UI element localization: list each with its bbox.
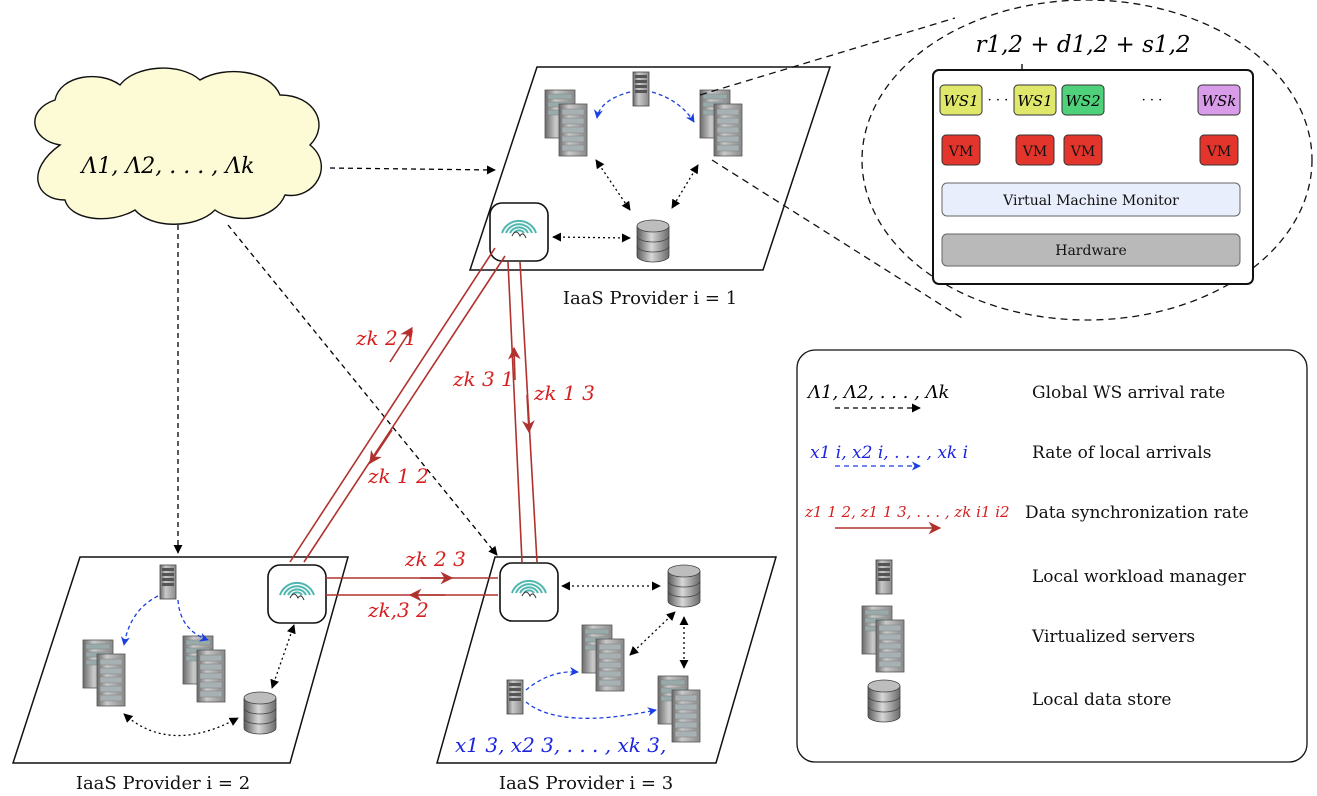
ws-box: [939, 84, 983, 116]
virtualized-servers-icon: [544, 89, 588, 157]
provider-1-label: IaaS Provider i = 1: [563, 288, 737, 309]
hardware-label: Hardware: [1055, 243, 1127, 259]
legend-text-servers: Virtualized servers: [1031, 627, 1195, 647]
provider-3-label: IaaS Provider i = 3: [499, 773, 673, 794]
legend-text-local: Rate of local arrivals: [1032, 443, 1211, 463]
zoom-vm_label: VM: [1206, 144, 1231, 160]
zoom-ws_boxes-0: WS1: [943, 92, 978, 110]
vm-box: [1063, 134, 1103, 166]
virtualized-servers-icon: [581, 624, 625, 692]
legend-data-store-icon: [867, 679, 901, 723]
provider-3-plane: [436, 556, 777, 764]
provider-2-plane: [11, 556, 349, 764]
arrival-cloud: Λ1, Λ2, . . . , Λk: [34, 67, 322, 225]
link-zk32: zk,3 2: [367, 598, 429, 622]
virtualized-servers-icon: [182, 635, 226, 703]
vm-box: [941, 134, 981, 166]
zoom-formula: r1,2 + d1,2 + s1,2: [975, 32, 1190, 58]
zoom-ws_boxes-1: WS1: [1017, 92, 1052, 110]
sync-links: [289, 247, 538, 602]
ws-box: [1013, 84, 1057, 116]
cloud-to-p3-arrow: [227, 224, 498, 556]
link-zk12: zk 1 2: [367, 464, 429, 488]
zoom-ws_boxes-2: WS2: [1065, 92, 1100, 110]
zoom-vm_label: VM: [1022, 144, 1047, 160]
virtualized-servers-icon: [82, 639, 126, 707]
vm-box: [1015, 134, 1055, 166]
modaclouds-icon: [499, 562, 559, 622]
legend: Λ1, Λ2, . . . , Λk Global WS arrival rat…: [796, 349, 1308, 763]
ws-box: [1061, 84, 1105, 116]
legend-text-manager: Local workload manager: [1032, 567, 1247, 587]
legend-text-global: Global WS arrival rate: [1032, 383, 1225, 403]
legend-text-sync: Data synchronization rate: [1025, 503, 1249, 523]
provider-2-contents: [82, 564, 327, 737]
workload-manager-icon: [632, 71, 650, 107]
workload-manager-icon: [159, 564, 177, 600]
cloud-to-p1-arrow: [329, 165, 496, 175]
zoom-ws_boxes-3: WSk: [1202, 92, 1237, 110]
data-store-icon: [243, 691, 277, 735]
link-zk13: zk 1 3: [533, 381, 595, 405]
link-zk21: zk 2 1: [355, 326, 417, 350]
legend-symbol-local: x1 i, x2 i, . . . , xk i: [810, 443, 968, 463]
modaclouds-icon: [267, 564, 327, 624]
provider-2-label: IaaS Provider i = 2: [76, 773, 250, 794]
provider-3-contents: x1 3, x2 3, . . . , xk 3,: [455, 562, 701, 757]
vmm-label: Virtual Machine Monitor: [1002, 193, 1179, 209]
cloud-label: Λ1, Λ2, . . . , Λk: [80, 154, 255, 179]
data-store-icon: [636, 219, 670, 263]
ws-dots: · · ·: [988, 93, 1009, 108]
zoom-host-box: [932, 69, 1254, 285]
zoom-vm_label: VM: [948, 144, 973, 160]
ws-box: [1197, 84, 1241, 116]
provider-1-contents: [489, 71, 743, 263]
data-store-icon: [667, 564, 701, 608]
legend-text-datastore: Local data store: [1032, 690, 1171, 710]
hardware-box: [941, 233, 1241, 267]
virtualized-servers-icon: [699, 89, 743, 157]
ws-dots: · · ·: [1142, 93, 1163, 108]
modaclouds-icon: [489, 202, 549, 262]
legend-workload-manager-icon: [875, 559, 893, 595]
zoom-vm_label: VM: [1070, 144, 1095, 160]
vmm-box: [941, 182, 1241, 217]
vm-box: [1199, 134, 1239, 166]
workload-manager-icon: [506, 679, 524, 715]
provider-1-plane: [468, 66, 832, 271]
zoom-detail: r1,2 + d1,2 + s1,2 WS1 · · · WS1 WS2 · ·…: [699, 0, 1313, 321]
legend-symbol-sync: z1 1 2, z1 1 3, . . . , zk i1 i2: [804, 503, 1010, 521]
link-zk31: zk 3 1: [452, 367, 514, 391]
legend-symbol-global: Λ1, Λ2, . . . , Λk: [806, 382, 949, 403]
p3-local-rates: x1 3, x2 3, . . . , xk 3,: [455, 733, 666, 757]
link-zk23: zk 2 3: [404, 547, 466, 571]
